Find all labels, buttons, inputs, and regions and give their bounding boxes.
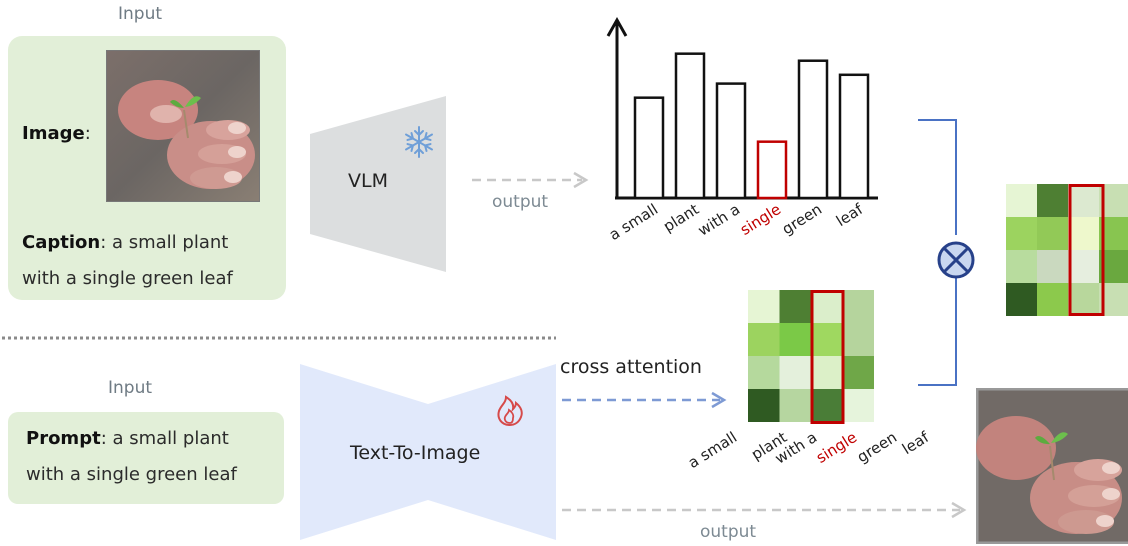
prompt-text-1: : a small plant — [100, 428, 229, 449]
prompt-box — [8, 412, 284, 504]
heatmap-cell — [779, 290, 811, 323]
heatmap-label-leaf: leaf — [899, 428, 933, 458]
cross-attention-arrow — [562, 391, 727, 409]
heatmap-cell — [748, 323, 780, 356]
fire-icon — [494, 392, 526, 432]
bottom-input-label: Input — [108, 378, 153, 398]
heatmap-cell — [779, 323, 811, 356]
heatmap-cell — [1037, 217, 1068, 250]
image-field-label: Image: — [22, 117, 91, 151]
bar-green — [797, 59, 829, 200]
heatmap-cell — [842, 389, 874, 422]
text-to-image-block — [300, 364, 556, 540]
bar-label-green: green — [779, 200, 825, 238]
heatmap-cell — [1006, 283, 1037, 316]
heatmap-cell — [811, 323, 843, 356]
heatmap-cell — [779, 356, 811, 389]
heatmap-cell — [842, 323, 874, 356]
bottom-output-label: output — [700, 522, 757, 542]
heatmap-cell — [1006, 184, 1037, 217]
cross-attention-label: cross attention — [560, 356, 702, 378]
bar-a-small — [633, 96, 665, 200]
output-photo — [976, 388, 1128, 544]
cross-attention-heatmap — [748, 290, 874, 424]
heatmap-cell — [811, 290, 843, 323]
heatmap-cell — [1037, 250, 1068, 283]
prompt-label: Prompt — [26, 428, 101, 449]
bar-with-a — [715, 82, 747, 200]
combined-heatmap — [1006, 184, 1128, 316]
section-divider — [2, 336, 556, 340]
combined-heatmap-highlight — [1068, 184, 1105, 316]
top-input-label: Input — [118, 4, 163, 24]
combine-connector — [918, 119, 957, 386]
heatmap-cell — [811, 389, 843, 422]
multiply-operator-icon — [934, 238, 978, 286]
heatmap-cell — [748, 290, 780, 323]
top-output-label: output — [492, 192, 549, 212]
vlm-block — [310, 96, 446, 272]
image-colon: : — [84, 123, 91, 144]
bar-label-plant: plant — [660, 200, 702, 236]
cross-attention-heatmap-highlight — [810, 290, 845, 424]
bar-label-single: single — [737, 200, 784, 239]
heatmap-label-a-small: a small — [685, 428, 740, 472]
caption-text-2: with a single green leaf — [22, 268, 233, 289]
caption-text-1: : a small plant — [100, 232, 229, 253]
chart-y-axis — [606, 16, 628, 198]
prompt-line-1: Prompt: a small plant — [26, 422, 229, 456]
top-output-arrow — [472, 171, 589, 189]
heatmap-label-green: green — [854, 428, 900, 466]
bar-label-leaf: leaf — [833, 200, 867, 230]
heatmap-cell — [1037, 283, 1068, 316]
snowflake-icon — [401, 124, 437, 164]
heatmap-cell — [1068, 217, 1099, 250]
heatmap-label-single: single — [813, 428, 860, 467]
heatmap-cell — [1006, 217, 1037, 250]
caption-line-1: Caption: a small plant — [22, 226, 228, 260]
bar-single — [756, 140, 788, 200]
caption-label: Caption — [22, 232, 101, 253]
heatmap-cell — [748, 356, 780, 389]
bottom-output-arrow — [562, 501, 967, 519]
text-to-image-label: Text-To-Image — [350, 442, 481, 464]
heatmap-cell — [811, 356, 843, 389]
vlm-label: VLM — [348, 170, 388, 192]
heatmap-cell — [1037, 184, 1068, 217]
bar-plant — [674, 52, 706, 200]
prompt-text-2: with a single green leaf — [26, 464, 237, 485]
heatmap-cell — [842, 356, 874, 389]
heatmap-cell — [1068, 184, 1099, 217]
heatmap-cell — [1006, 250, 1037, 283]
heatmap-cell — [1068, 283, 1099, 316]
bar-label-a-small: a small — [606, 200, 661, 244]
heatmap-cell — [842, 290, 874, 323]
heatmap-cell — [779, 389, 811, 422]
heatmap-cell — [1068, 250, 1099, 283]
bar-leaf — [838, 73, 870, 200]
heatmap-cell — [748, 389, 780, 422]
input-photo — [105, 49, 261, 203]
bar-label-with-a: with a — [695, 200, 743, 240]
image-label: Image — [22, 123, 85, 144]
